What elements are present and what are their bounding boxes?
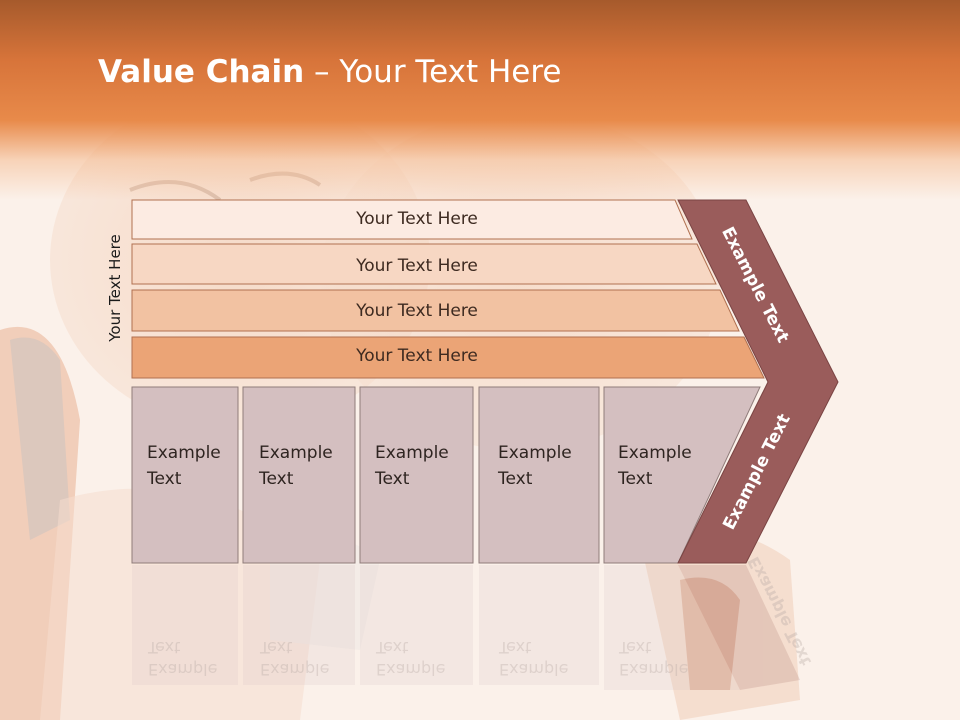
row-label-1: Your Text Here [356, 209, 478, 229]
column-label-1-line2: Text [147, 469, 182, 489]
header-band [0, 0, 960, 200]
column-reflection-4-line1: Example [499, 660, 569, 679]
column-label-3-line2: Text [375, 469, 410, 489]
column-shape-4 [478, 386, 600, 564]
column-label-3: Example Text [375, 440, 449, 492]
page-title: Value Chain – Your Text Here [98, 54, 561, 90]
row-label-3: Your Text Here [356, 301, 478, 321]
column-label-5-line1: Example [618, 443, 692, 463]
row-shape-2 [131, 243, 717, 285]
column-label-1: Example Text [147, 440, 221, 492]
column-reflection-1: Example Text [148, 636, 217, 680]
row-label-2: Your Text Here [356, 256, 478, 276]
column-reflection-3-line1: Example [376, 660, 446, 679]
row-label-4: Your Text Here [356, 346, 478, 366]
column-label-1-line1: Example [147, 443, 221, 463]
column-label-4-line2: Text [498, 469, 533, 489]
row-shape-1 [131, 199, 693, 240]
column-shape-2 [242, 386, 356, 564]
title-rest: – Your Text Here [304, 54, 562, 90]
column-label-2: Example Text [259, 440, 333, 492]
column-reflection-2-line1: Example [260, 660, 330, 679]
reflection-group [132, 565, 800, 690]
column-label-3-line1: Example [375, 443, 449, 463]
column-label-5: Example Text [618, 440, 692, 492]
column-label-5-line2: Text [618, 469, 653, 489]
row-shape-4 [131, 336, 765, 379]
column-reflection-4-line2: Text [499, 638, 532, 657]
column-shape-3 [359, 386, 474, 564]
row-shape-3 [131, 289, 740, 332]
column-label-4-line1: Example [498, 443, 572, 463]
column-label-2-line1: Example [259, 443, 333, 463]
column-reflection-5: Example Text [619, 636, 688, 680]
column-label-2-line2: Text [259, 469, 294, 489]
column-shape-1 [131, 386, 239, 564]
column-reflection-2-line2: Text [260, 638, 293, 657]
column-reflection-1-line1: Example [148, 660, 218, 679]
column-reflection-3-line2: Text [376, 638, 409, 657]
chevron-arrow [677, 199, 839, 564]
column-reflection-2: Example Text [260, 636, 329, 680]
column-label-4: Example Text [498, 440, 572, 492]
side-label: Your Text Here [106, 234, 124, 342]
column-reflection-4: Example Text [499, 636, 568, 680]
column-reflection-1-line2: Text [148, 638, 181, 657]
column-reflection-5-line2: Text [619, 638, 652, 657]
column-reflection-5-line1: Example [619, 660, 689, 679]
title-bold: Value Chain [98, 54, 305, 90]
column-reflection-3: Example Text [376, 636, 445, 680]
